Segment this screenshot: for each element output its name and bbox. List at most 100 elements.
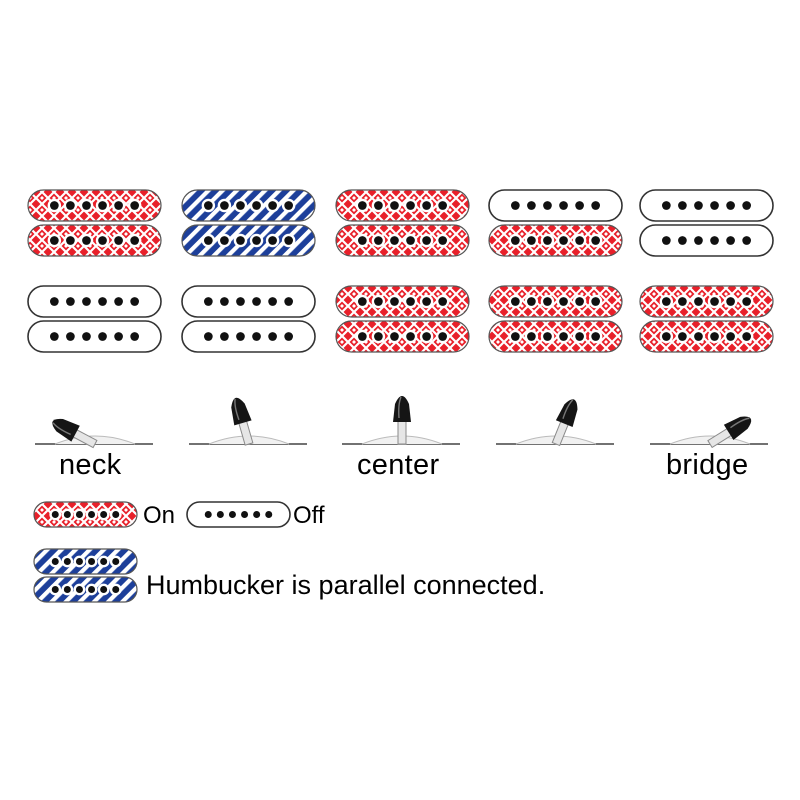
pole-piece xyxy=(742,236,751,245)
pole-piece xyxy=(575,236,584,245)
pole-piece xyxy=(374,236,383,245)
pole-piece xyxy=(63,558,71,565)
pole-piece xyxy=(559,236,568,245)
pole-piece xyxy=(543,201,552,210)
pole-piece xyxy=(130,201,139,210)
pole-piece xyxy=(268,201,277,210)
toggle-lever-icon xyxy=(35,418,153,449)
pole-piece xyxy=(358,201,367,210)
pole-piece xyxy=(710,297,719,306)
pole-piece xyxy=(51,586,59,593)
toggle-lever-icon xyxy=(189,397,307,446)
pole-piece xyxy=(268,236,277,245)
pole-piece xyxy=(438,236,447,245)
pole-piece xyxy=(591,332,600,341)
pole-piece xyxy=(511,201,520,210)
pole-piece xyxy=(241,511,249,518)
pole-piece xyxy=(284,297,293,306)
pole-piece xyxy=(678,236,687,245)
pole-piece xyxy=(204,201,213,210)
pole-piece xyxy=(527,332,536,341)
pole-piece xyxy=(130,332,139,341)
pole-piece xyxy=(527,236,536,245)
pole-piece xyxy=(422,297,431,306)
single-coil-icon xyxy=(488,224,623,257)
legend-off-label: Off xyxy=(293,502,325,529)
pole-piece xyxy=(253,511,261,518)
pole-piece xyxy=(511,332,520,341)
position-label-neck: neck xyxy=(59,449,122,481)
pole-piece xyxy=(66,297,75,306)
pole-piece xyxy=(236,201,245,210)
single-coil-icon xyxy=(27,285,162,318)
pole-piece xyxy=(694,201,703,210)
pole-piece xyxy=(694,297,703,306)
position-label-center: center xyxy=(357,449,440,481)
pole-piece xyxy=(710,332,719,341)
legend-parallel-label: Humbucker is parallel connected. xyxy=(146,570,546,600)
pole-piece xyxy=(694,236,703,245)
pole-piece xyxy=(678,201,687,210)
pole-piece xyxy=(527,297,536,306)
single-coil-icon xyxy=(335,189,470,222)
pole-piece xyxy=(662,201,671,210)
single-coil-icon xyxy=(27,189,162,222)
pole-piece xyxy=(406,297,415,306)
pole-piece xyxy=(374,332,383,341)
pole-piece xyxy=(88,558,96,565)
pole-piece xyxy=(591,201,600,210)
pole-piece xyxy=(114,201,123,210)
single-coil-icon xyxy=(27,320,162,353)
pole-piece xyxy=(358,297,367,306)
pole-piece xyxy=(422,236,431,245)
single-coil-icon xyxy=(181,320,316,353)
position-label-bridge: bridge xyxy=(666,449,749,481)
pole-piece xyxy=(98,332,107,341)
single-coil-icon xyxy=(335,285,470,318)
single-coil-icon xyxy=(27,224,162,257)
pole-piece xyxy=(204,332,213,341)
pole-piece xyxy=(374,297,383,306)
pole-piece xyxy=(268,297,277,306)
pole-piece xyxy=(726,332,735,341)
pole-piece xyxy=(438,332,447,341)
pole-piece xyxy=(204,297,213,306)
pole-piece xyxy=(265,511,273,518)
pole-piece xyxy=(130,236,139,245)
single-coil-icon xyxy=(488,320,623,353)
pole-piece xyxy=(75,511,83,518)
pole-piece xyxy=(678,297,687,306)
pole-piece xyxy=(742,201,751,210)
pole-piece xyxy=(726,236,735,245)
pole-piece xyxy=(112,586,120,593)
single-coil-icon xyxy=(181,285,316,318)
pole-piece xyxy=(422,201,431,210)
pole-piece xyxy=(63,586,71,593)
pole-piece xyxy=(390,201,399,210)
pole-piece xyxy=(543,297,552,306)
pole-piece xyxy=(114,236,123,245)
pole-piece xyxy=(726,297,735,306)
pole-piece xyxy=(575,332,584,341)
single-coil-icon xyxy=(639,285,774,318)
pole-piece xyxy=(406,332,415,341)
pole-piece xyxy=(112,558,120,565)
pole-piece xyxy=(100,511,108,518)
pole-piece xyxy=(543,332,552,341)
pole-piece xyxy=(220,332,229,341)
pole-piece xyxy=(422,332,431,341)
pole-piece xyxy=(88,511,96,518)
pole-piece xyxy=(51,558,59,565)
pole-piece xyxy=(284,332,293,341)
pole-piece xyxy=(98,201,107,210)
legend-on-label: On xyxy=(143,502,176,529)
pole-piece xyxy=(252,201,261,210)
pole-piece xyxy=(82,297,91,306)
pole-piece xyxy=(662,297,671,306)
pole-piece xyxy=(50,297,59,306)
pole-piece xyxy=(88,586,96,593)
pole-piece xyxy=(284,236,293,245)
pole-piece xyxy=(50,201,59,210)
pole-piece xyxy=(268,332,277,341)
pole-piece xyxy=(710,201,719,210)
